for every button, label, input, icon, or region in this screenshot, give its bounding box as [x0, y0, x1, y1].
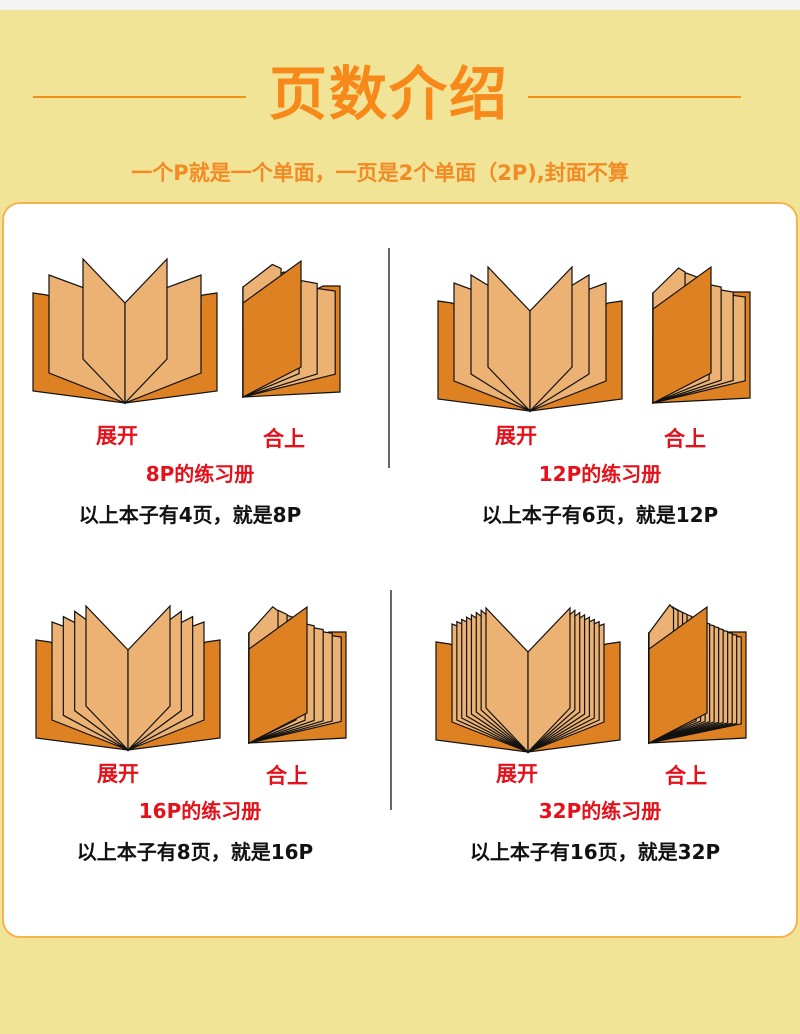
- closed-book-illustration: [248, 605, 347, 745]
- open-book-illustration: [32, 257, 218, 405]
- open-book-illustration: [35, 604, 221, 752]
- booklet-caption: 16P的练习册: [138, 799, 262, 823]
- booklet-description: 以上本子有4页，就是8P: [78, 503, 302, 527]
- closed-book-illustration: [242, 259, 341, 399]
- vertical-divider-top: [388, 248, 390, 468]
- header-divider-left: [33, 96, 246, 98]
- closed-label: 合上: [263, 427, 305, 451]
- panel-8p: 展开 合上 8P的练习册 以上本子有4页，就是8P: [10, 240, 390, 530]
- page-title: 页数介绍: [268, 60, 509, 128]
- header-divider-right: [528, 96, 741, 98]
- booklet-description: 以上本子有8页，就是16P: [76, 840, 314, 864]
- closed-label: 合上: [266, 764, 308, 788]
- open-book-illustration: [437, 265, 623, 413]
- panel-32p: 展开 合上 32P的练习册 以上本子有16页，就是32P: [410, 590, 790, 880]
- open-label: 展开: [96, 424, 138, 448]
- vertical-divider-bottom: [390, 590, 392, 810]
- subtitle: 一个P就是一个单面，一页是2个单面（2P),封面不算: [131, 161, 629, 185]
- panel-12p: 展开 合上 12P的练习册 以上本子有6页，就是12P: [410, 240, 790, 530]
- booklet-caption: 32P的练习册: [538, 799, 662, 823]
- closed-label: 合上: [664, 427, 706, 451]
- booklet-description: 以上本子有6页，就是12P: [481, 503, 719, 527]
- panel-16p: 展开 合上 16P的练习册 以上本子有8页，就是16P: [10, 590, 390, 880]
- top-strip: [0, 0, 800, 10]
- closed-book-illustration: [652, 265, 751, 405]
- closed-label: 合上: [665, 764, 707, 788]
- open-label: 展开: [97, 762, 139, 786]
- open-label: 展开: [496, 762, 538, 786]
- booklet-description: 以上本子有16页，就是32P: [469, 840, 721, 864]
- booklet-caption: 8P的练习册: [145, 462, 255, 486]
- open-label: 展开: [495, 424, 537, 448]
- closed-book-illustration: [648, 603, 747, 745]
- booklet-caption: 12P的练习册: [538, 462, 662, 486]
- open-book-illustration: [435, 606, 621, 754]
